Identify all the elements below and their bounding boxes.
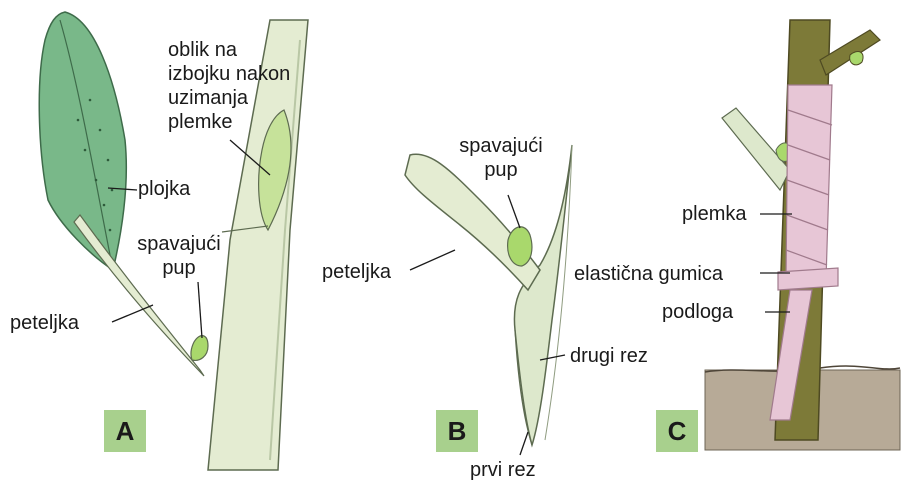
label-second-cut: drugi rez [570,344,648,368]
panel-b-bud [508,227,532,266]
label-leaf-blade: plojka [138,177,190,201]
panel-c-drawing [705,20,900,450]
label-cut-shape: oblik na izbojku nakon uzimanja plemke [168,38,296,134]
label-rubber-band: elastična gumica [574,262,723,286]
label-first-cut: prvi rez [470,458,536,482]
label-scion: plemka [682,202,746,226]
label-petiole-b: peteljka [322,260,391,284]
panel-c-rubber-band [778,268,838,290]
panel-a-bud [191,336,208,361]
badge-panel-b: B [436,410,478,452]
panel-b-drawing [405,145,572,445]
label-rootstock: podloga [662,300,733,324]
label-petiole-a: peteljka [10,311,79,335]
badge-panel-a: A [104,410,146,452]
label-dormant-bud-b: spavajući pup [446,134,556,182]
label-dormant-bud-a: spavajući pup [124,232,234,280]
badge-panel-c: C [656,410,698,452]
